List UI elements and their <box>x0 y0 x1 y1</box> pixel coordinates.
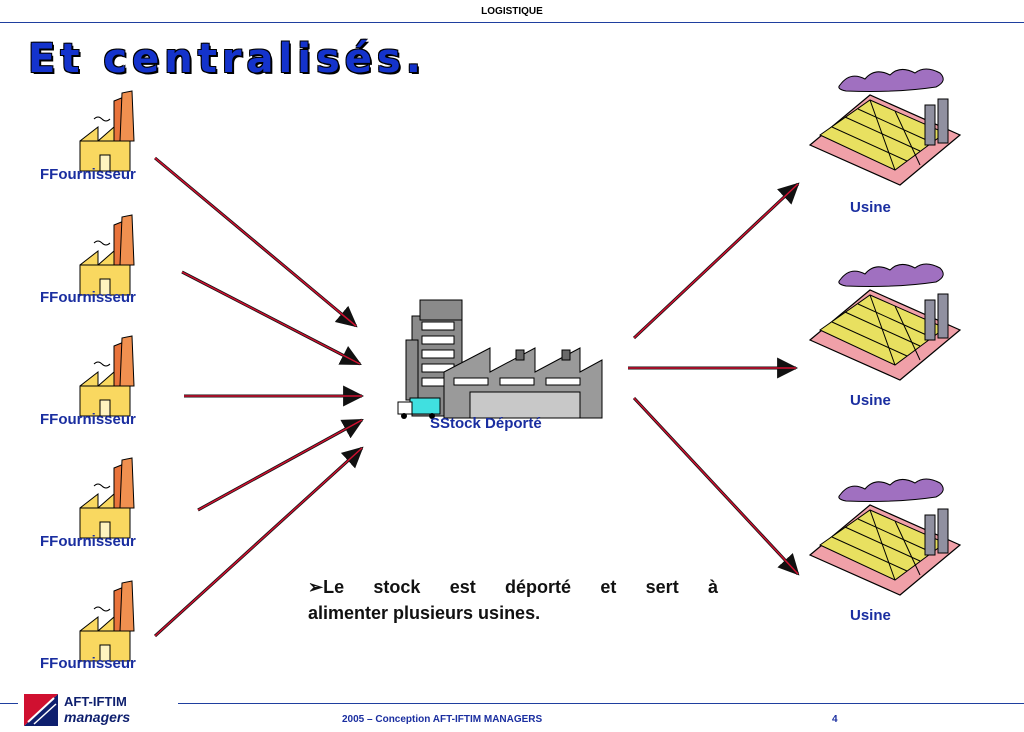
note-line-1: ➢Le stock est déporté et sert à <box>308 577 718 597</box>
plant-factory-icon <box>809 478 961 596</box>
stock-label: SStock Déporté <box>430 415 542 432</box>
supplier-factory-icon <box>79 214 135 296</box>
header-title: LOGISTIQUE <box>481 6 543 17</box>
flow-diagram <box>79 68 961 662</box>
note-text: ➢Le stock est déporté et sert à alimente… <box>308 574 718 626</box>
plant-factory-icon <box>809 263 961 381</box>
bottom-rule <box>0 703 1024 704</box>
logo-mark-icon <box>24 694 58 726</box>
supplier-label: FFournisseur <box>40 166 136 183</box>
supplier-arrows <box>153 156 365 638</box>
warehouse-icon <box>397 299 603 419</box>
logo-text-primary: AFT-IFTIM <box>64 694 127 709</box>
page-number: 4 <box>832 714 838 725</box>
plant-factory-icon <box>809 68 961 186</box>
footer-text: 2005 – Conception AFT-IFTIM MANAGERS <box>342 714 543 725</box>
plant-label: Usine <box>850 199 891 216</box>
supplier-factory-icon <box>79 90 135 172</box>
supplier-factory-icon <box>79 580 135 662</box>
supplier-factory-icon <box>79 335 135 417</box>
supplier-factory-icon <box>79 457 135 539</box>
slide-title: Et centralisés. <box>28 36 426 82</box>
plant-label: Usine <box>850 392 891 409</box>
supplier-label: FFournisseur <box>40 411 136 428</box>
logo-text-secondary: managers <box>64 709 131 725</box>
logo: AFT-IFTIM managers <box>18 690 178 730</box>
supplier-label: FFournisseur <box>40 533 136 550</box>
plant-icons <box>809 68 961 596</box>
top-rule <box>0 22 1024 23</box>
supplier-label: FFournisseur <box>40 655 136 672</box>
plant-arrows <box>628 182 800 576</box>
bullet-arrow-icon: ➢ <box>308 577 324 597</box>
plant-label: Usine <box>850 607 891 624</box>
note-line-2: alimenter plusieurs usines. <box>308 603 541 623</box>
supplier-label: FFournisseur <box>40 289 136 306</box>
